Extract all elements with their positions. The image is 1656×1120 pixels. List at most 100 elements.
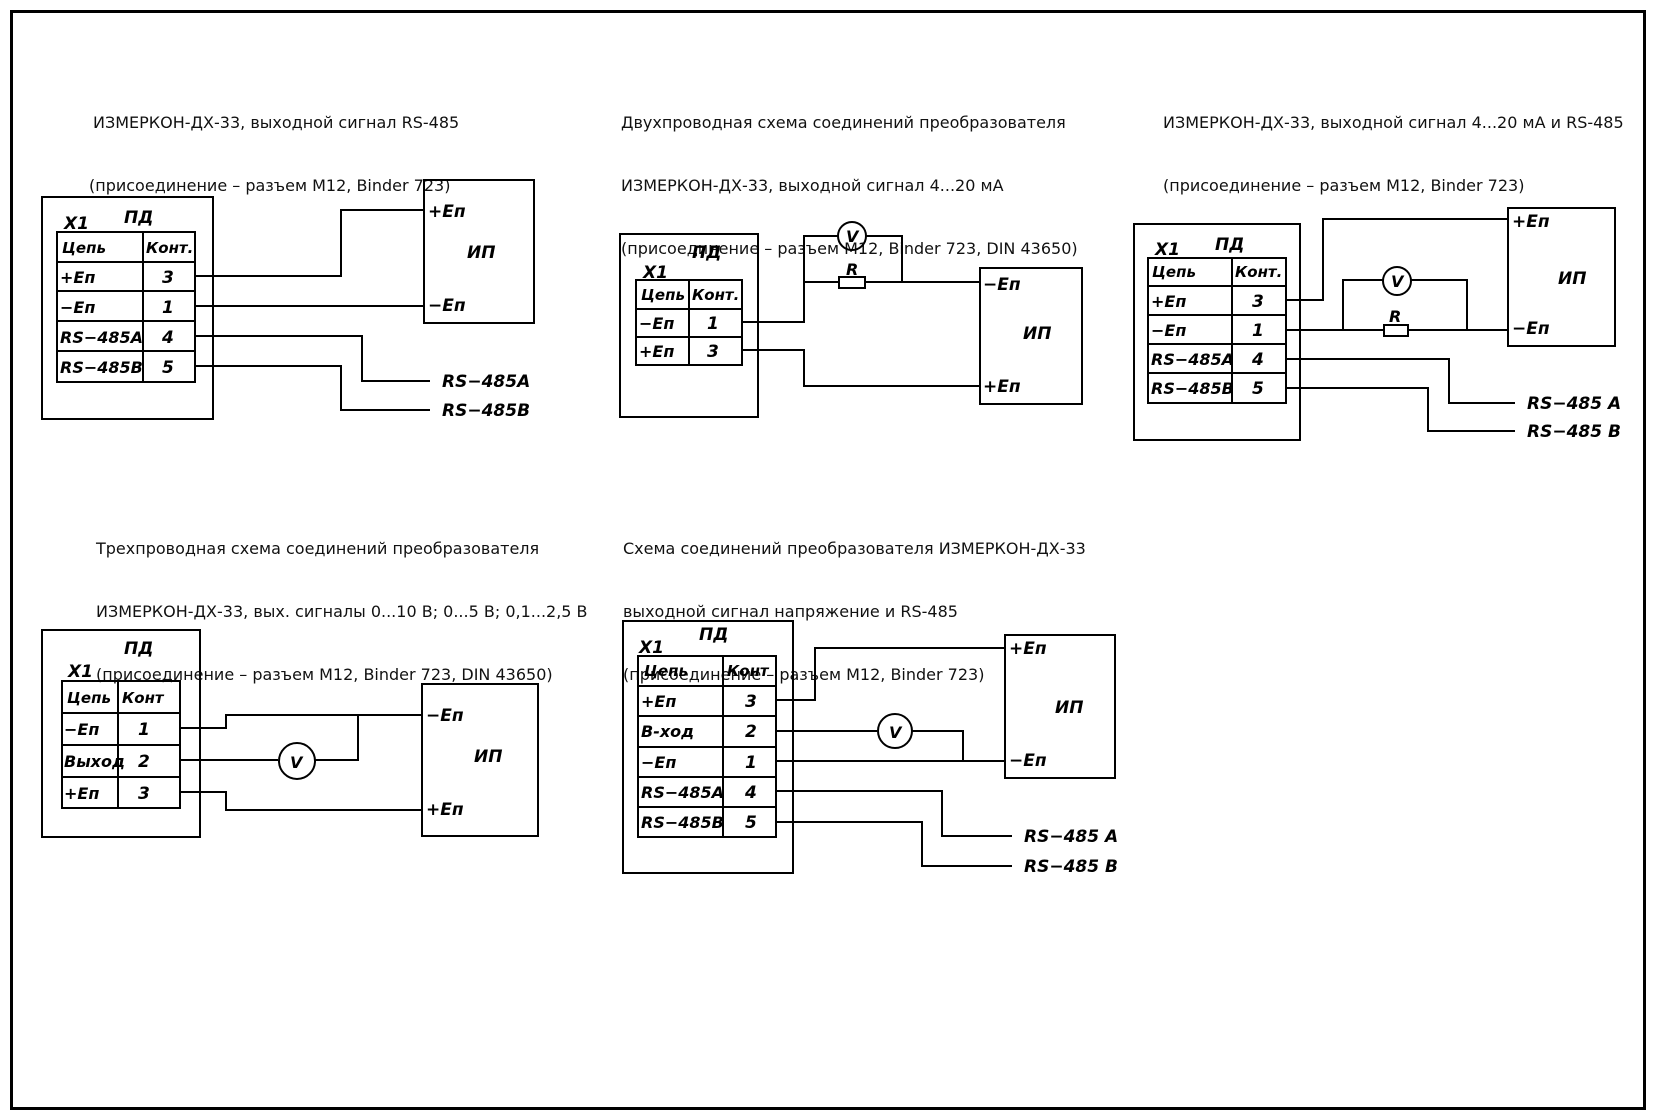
row-contact: 4 xyxy=(161,328,174,348)
power-supply-box xyxy=(423,179,535,324)
row-contact: 2 xyxy=(745,722,757,742)
resistor-label: R xyxy=(1389,307,1401,326)
row-circuit: +Еп xyxy=(1151,292,1186,311)
wire xyxy=(776,821,1012,867)
sensor-box xyxy=(622,620,794,874)
pd-label: ПД xyxy=(692,243,721,263)
row-circuit: +Еп xyxy=(639,342,674,361)
wire xyxy=(315,715,359,761)
caption-line: Трехпроводная схема соединений преобразо… xyxy=(96,539,540,558)
caption-line: выходной сигнал напряжение и RS-485 xyxy=(623,602,958,621)
rs485b-output-label: RS−485 B xyxy=(1024,857,1118,877)
caption-line: (присоединение – разъем M12, Binder 723) xyxy=(89,176,451,195)
wire xyxy=(1286,387,1515,432)
wire xyxy=(866,235,903,282)
caption-line: ИЗМЕРКОН-ДХ-33, выходной сигнал RS-485 xyxy=(93,113,460,132)
resistor-label: R xyxy=(846,260,858,279)
x1-label: X1 xyxy=(1154,240,1180,260)
wire xyxy=(742,281,838,323)
caption-line: (присоединение – разъем M12, Binder 723) xyxy=(623,665,985,684)
row-circuit: RS−485B xyxy=(1151,379,1234,398)
row-contact: 5 xyxy=(1252,379,1264,399)
header-circuit: Цепь xyxy=(1152,263,1196,281)
row-circuit: Выход xyxy=(64,752,125,771)
caption-line: Схема соединений преобразователя ИЗМЕРКО… xyxy=(623,539,1086,558)
row-circuit: RS−485A xyxy=(1151,350,1234,369)
rs485a-output-label: RS−485 A xyxy=(1527,394,1621,414)
wire xyxy=(1286,218,1508,301)
header-contact: Конт. xyxy=(146,239,193,257)
row-circuit: −Еп xyxy=(60,298,95,317)
ip-minus-label: −Еп xyxy=(1009,751,1047,771)
rs485b-output-label: RS−485 B xyxy=(1527,422,1621,442)
row-circuit: −Еп xyxy=(64,720,99,739)
ip-minus-label: −Еп xyxy=(428,296,466,316)
row-contact: 3 xyxy=(1252,292,1264,312)
header-circuit: Цепь xyxy=(67,689,111,707)
x1-label: X1 xyxy=(638,638,664,658)
ip-plus-label: +Еп xyxy=(428,202,466,222)
diagram-2: X1 ПД Цепь Конт. −Еп 1 +Еп 3 ИП −Еп +Еп … xyxy=(619,221,1083,418)
wire xyxy=(912,730,964,761)
resistor-symbol xyxy=(1383,324,1409,337)
row-contact: 3 xyxy=(162,268,174,288)
caption-line: (присоединение – разъем M12, Binder 723) xyxy=(1163,176,1525,195)
row-contact: 3 xyxy=(138,784,150,804)
row-circuit: +Еп xyxy=(641,692,676,711)
diagram-5: X1 ПД Цепь Конт +Еп 3 В-ход 2 −Еп 1 RS−4… xyxy=(622,620,1118,877)
row-contact: 5 xyxy=(745,813,757,833)
row-circuit: −Еп xyxy=(641,753,676,772)
row-contact: 1 xyxy=(1252,321,1264,341)
ip-minus-label: −Еп xyxy=(1512,319,1550,339)
wire xyxy=(742,349,980,387)
header-contact: Конт. xyxy=(1235,263,1282,281)
pd-label: ПД xyxy=(124,639,153,659)
row-circuit: RS−485B xyxy=(641,813,724,832)
header-circuit: Цепь xyxy=(641,286,685,304)
wire xyxy=(180,791,422,811)
pd-label: ПД xyxy=(124,208,153,228)
voltmeter-label: V xyxy=(846,227,860,246)
diagram-4: ПД X1 Цепь Конт −Еп 1 Выход 2 +Еп 3 ИП −… xyxy=(41,629,539,838)
row-circuit: +Еп xyxy=(64,784,99,803)
wire xyxy=(195,335,430,382)
row-contact: 3 xyxy=(707,342,719,362)
ip-minus-label: −Еп xyxy=(983,275,1021,295)
sensor-box xyxy=(41,629,201,838)
x1-label: X1 xyxy=(67,662,93,682)
row-contact: 3 xyxy=(745,692,757,712)
power-supply-box xyxy=(421,683,539,837)
caption-d3: ИЗМЕРКОН-ДХ-33, выходной сигнал 4...20 м… xyxy=(1163,70,1624,217)
caption-d5: Схема соединений преобразователя ИЗМЕРКО… xyxy=(623,496,1086,706)
header-contact: Конт xyxy=(727,662,770,680)
row-contact: 2 xyxy=(138,752,150,772)
ip-label: ИП xyxy=(474,747,502,767)
sensor-box xyxy=(41,196,214,420)
row-contact: 1 xyxy=(745,753,757,773)
pd-label: ПД xyxy=(1215,235,1244,255)
x1-label: X1 xyxy=(642,263,668,283)
sensor-box xyxy=(619,233,759,418)
drawing-frame xyxy=(10,10,1646,1110)
row-circuit: −Еп xyxy=(1151,321,1186,340)
ip-label: ИП xyxy=(1055,698,1083,718)
ip-label: ИП xyxy=(1558,269,1586,289)
ip-minus-label: −Еп xyxy=(426,706,464,726)
x1-label: X1 xyxy=(63,214,89,234)
wire xyxy=(180,714,422,729)
caption-d2: Двухпроводная схема соединений преобразо… xyxy=(621,70,1078,280)
wire xyxy=(776,647,1005,701)
wire xyxy=(776,790,1012,837)
power-supply-box xyxy=(1004,634,1116,779)
row-circuit: RS−485B xyxy=(60,358,143,377)
wire xyxy=(1286,358,1515,404)
header-circuit: Цепь xyxy=(62,239,106,257)
caption-line: ИЗМЕРКОН-ДХ-33, выходной сигнал 4...20 м… xyxy=(621,176,1004,195)
sensor-box xyxy=(1133,223,1301,441)
ip-plus-label: +Еп xyxy=(983,377,1021,397)
ip-plus-label: +Еп xyxy=(426,800,464,820)
caption-line: ИЗМЕРКОН-ДХ-33, вых. сигналы 0...10 В; 0… xyxy=(96,602,588,621)
wire xyxy=(1342,279,1383,330)
pd-label: ПД xyxy=(699,625,728,645)
